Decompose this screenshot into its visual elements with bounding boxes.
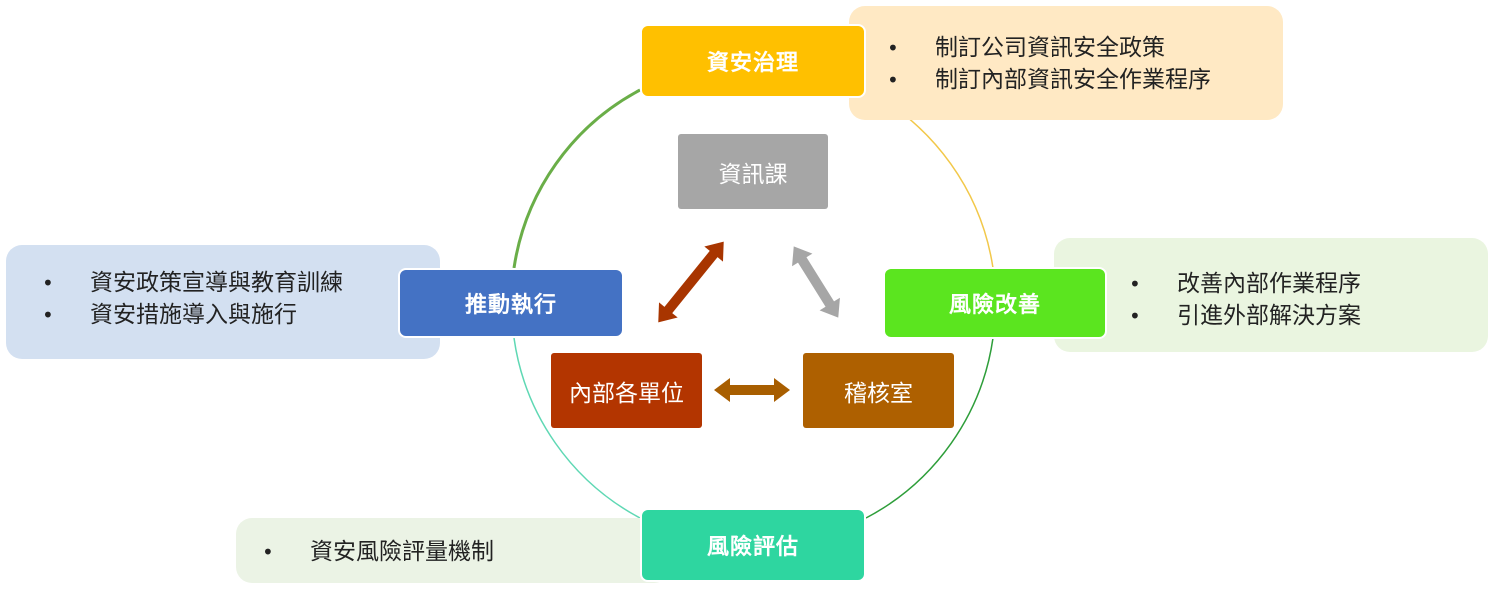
phase-label: 推動執行	[464, 293, 557, 318]
unit-label: 內部各單位	[569, 380, 684, 407]
unit-label: 稽核室	[844, 380, 913, 407]
arrow-internal-units-to-it-section	[658, 241, 724, 323]
phase-label: 風險評估	[706, 535, 799, 560]
assessment-notes: •資安風險評量機制	[236, 518, 670, 583]
phase-box-assessment: 風險評估	[640, 508, 866, 582]
list-item: •資安政策宣導與教育訓練	[42, 270, 343, 296]
phase-box-governance: 資安治理	[640, 24, 866, 98]
list-item: •制訂公司資訊安全政策	[887, 35, 1165, 61]
unit-box-internal-units: 內部各單位	[551, 353, 702, 428]
governance-notes: •制訂公司資訊安全政策 •制訂內部資訊安全作業程序	[849, 6, 1283, 120]
phase-box-improvement: 風險改善	[883, 267, 1107, 339]
list-item: •制訂內部資訊安全作業程序	[887, 67, 1211, 93]
cycle-arc-improvement-to-assessment	[865, 337, 994, 519]
cycle-arc-assessment-to-execution	[513, 337, 641, 519]
list-item: •引進外部解決方案	[1129, 303, 1361, 329]
list-item: •資安風險評量機制	[262, 539, 494, 565]
arrow-internal-units-to-audit-office	[714, 378, 790, 402]
list-item: •改善內部作業程序	[1129, 271, 1361, 297]
improvement-notes: •改善內部作業程序 •引進外部解決方案	[1054, 238, 1488, 352]
phase-box-execution: 推動執行	[398, 268, 624, 338]
execution-notes: •資安政策宣導與教育訓練 •資安措施導入與施行	[6, 245, 440, 359]
list-item: •資安措施導入與施行	[42, 302, 297, 328]
arrow-it-section-to-audit-office	[792, 246, 840, 318]
unit-box-audit-office: 稽核室	[803, 353, 954, 428]
unit-box-it-section: 資訊課	[678, 134, 828, 209]
cycle-arc-execution-to-governance	[512, 88, 641, 269]
phase-label: 資安治理	[706, 51, 799, 76]
unit-label: 資訊課	[718, 161, 788, 188]
phase-label: 風險改善	[948, 293, 1041, 318]
